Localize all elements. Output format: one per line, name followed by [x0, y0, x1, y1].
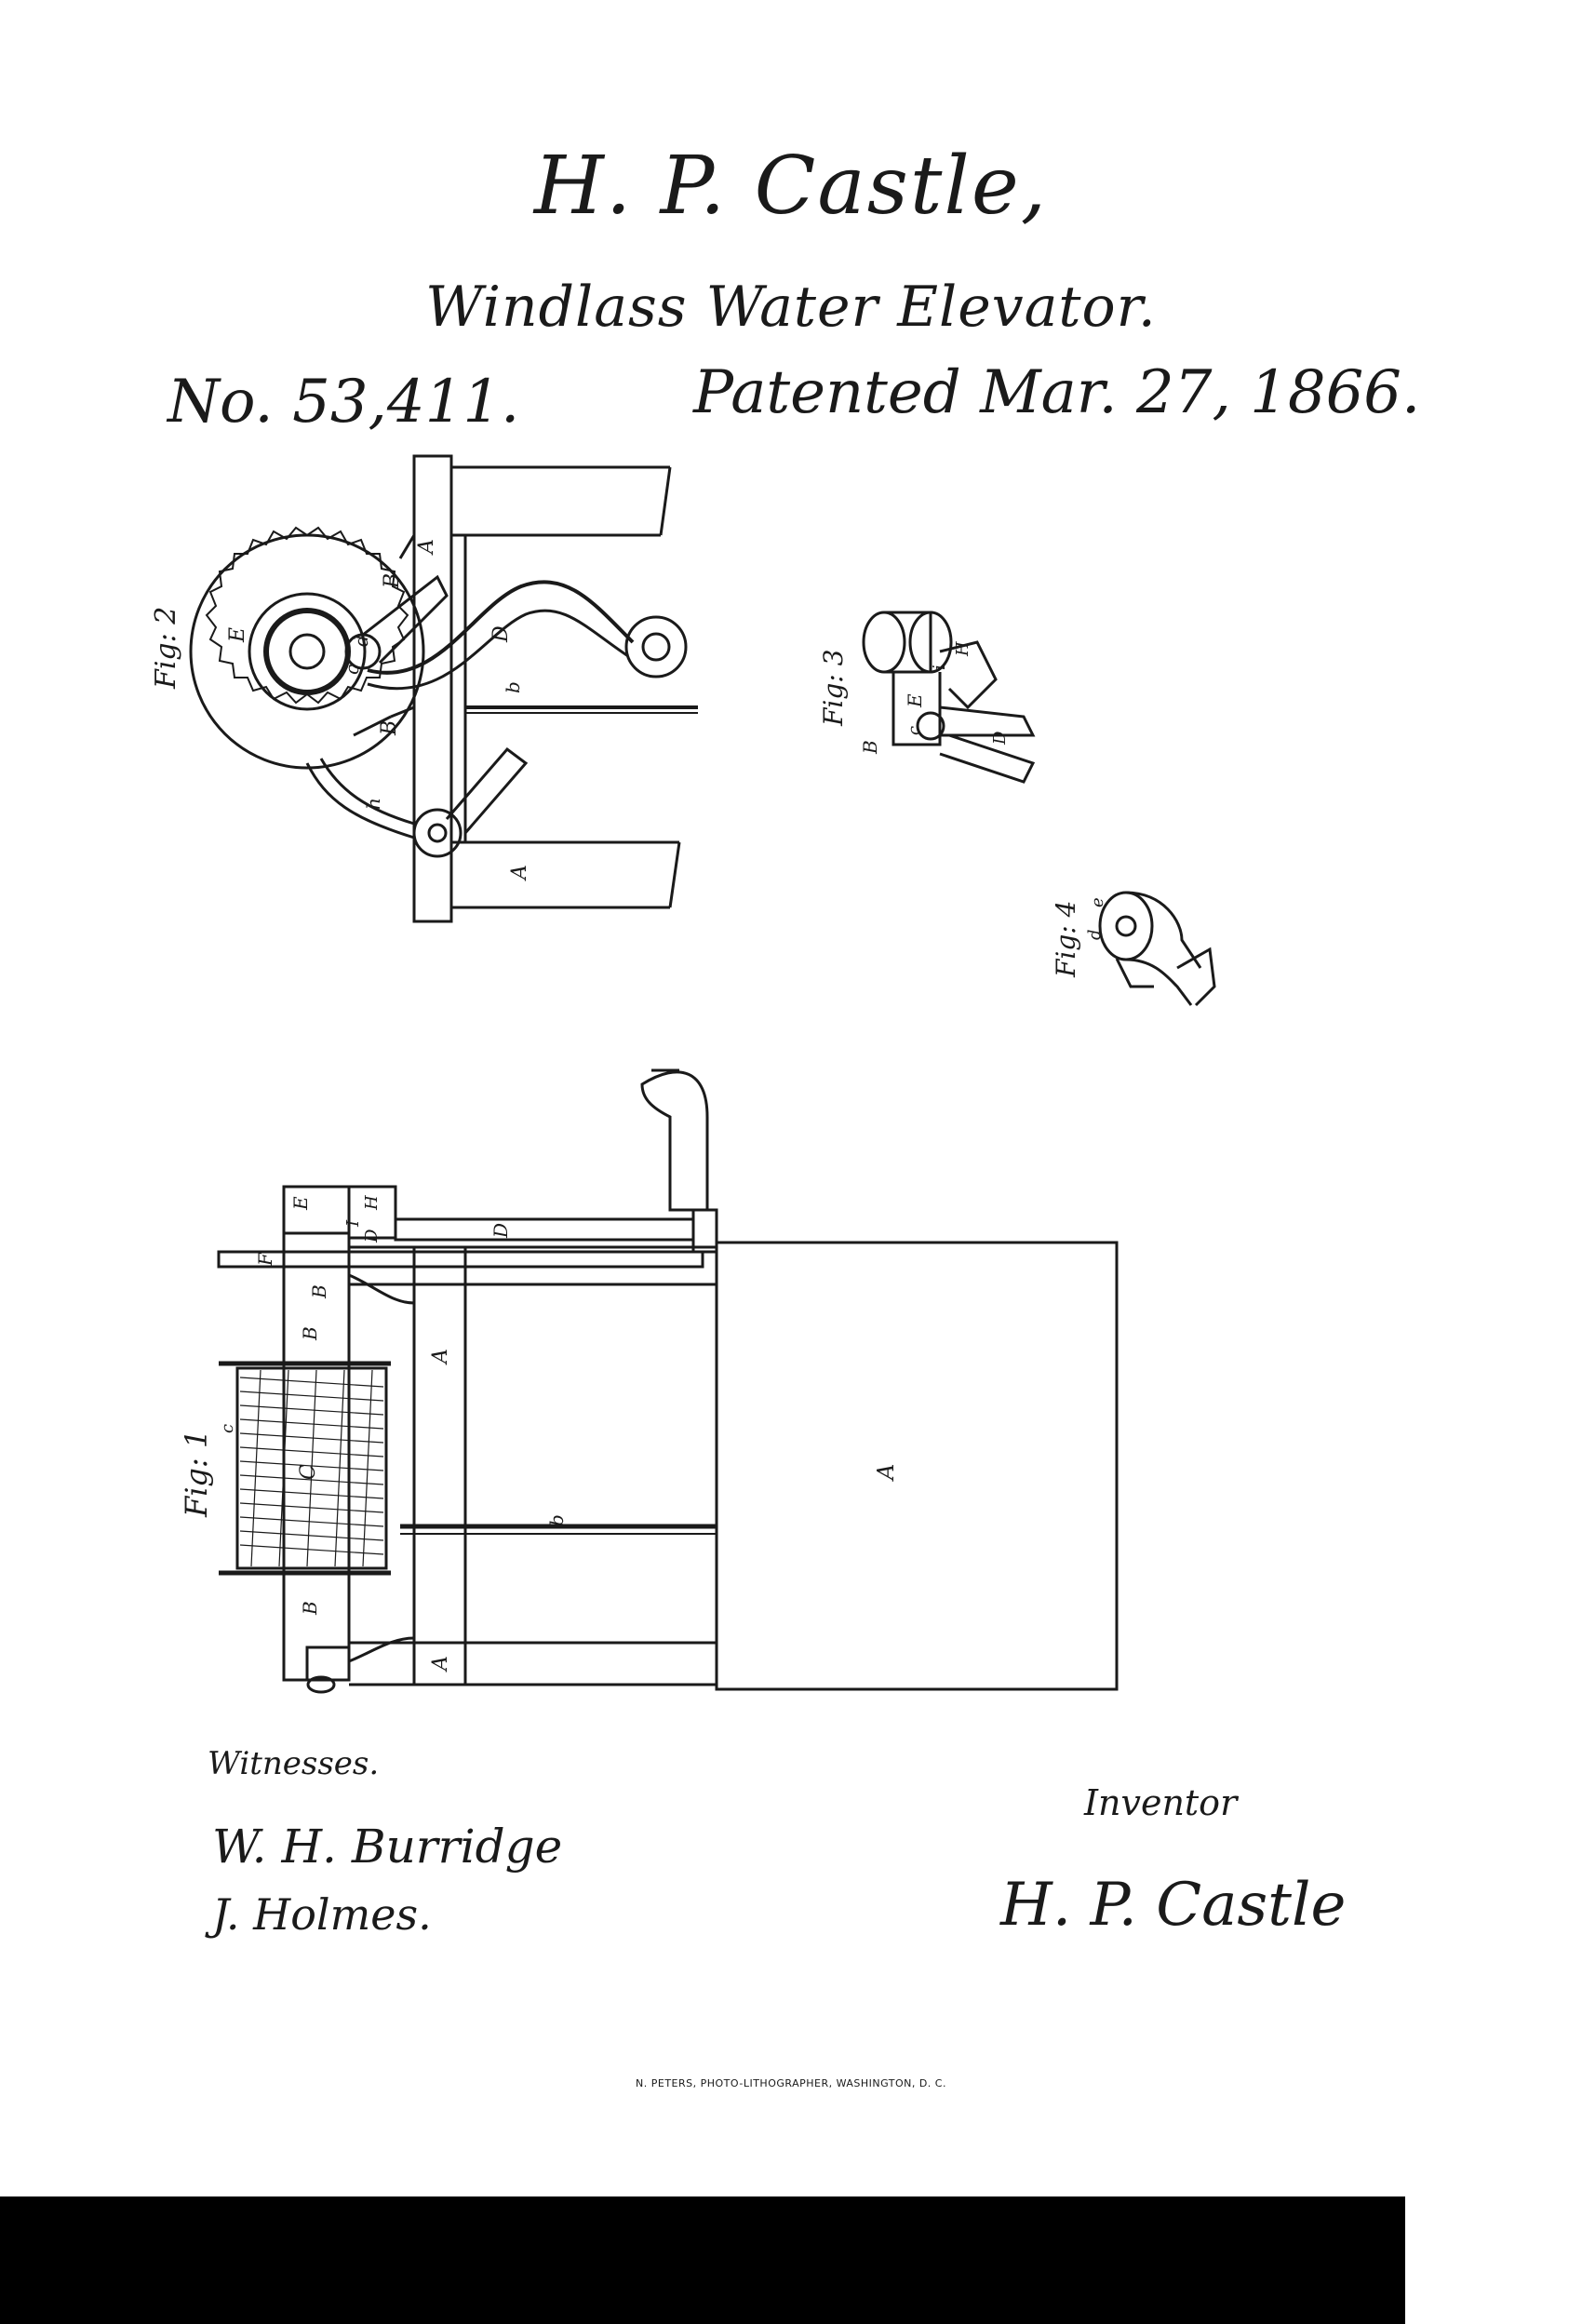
fig3-letter: i [930, 665, 949, 670]
witnesses-label: Witnesses. [208, 1745, 380, 1782]
fig1-letter: C [297, 1464, 320, 1480]
fig2-letter: c [341, 665, 363, 675]
fig3-label: Fig: 3 [818, 650, 849, 727]
fig4-letter: e [1088, 897, 1107, 907]
witness-signature-1: W. H. Burridge [212, 1820, 563, 1874]
fig2-letter: B [378, 720, 401, 736]
witness-signature-2: J. Holmes. [212, 1889, 432, 1940]
fig1-label: Fig: 1 [179, 1430, 214, 1518]
patent-date: Patented Mar. 27, 1866. [693, 358, 1421, 427]
fig1-letter: H [362, 1195, 382, 1211]
figure-2 [189, 454, 698, 923]
fig3-letter: c [905, 726, 924, 735]
rope-coil-hatching [239, 1369, 384, 1567]
fig2-letter: h [362, 798, 384, 810]
scan-edge-bar [0, 2196, 1405, 2324]
fig2-letter: A [508, 865, 531, 881]
fig3-letter: E [904, 693, 926, 708]
invention-title: Windlass Water Elevator. [425, 275, 1157, 340]
fig3-letter: B [859, 740, 881, 755]
fig2-letter: E [226, 627, 249, 643]
fig2-letter: b [502, 681, 524, 693]
fig1-letter: F [254, 1252, 276, 1267]
fig1-letter: b [545, 1514, 568, 1526]
fig2-letter: d [350, 635, 372, 647]
fig1-letter: I [343, 1219, 363, 1228]
fig3-letter: D [990, 731, 1010, 746]
fig1-letter: D [362, 1229, 382, 1243]
patent-number: No. 53,411. [168, 368, 520, 437]
fig2-letter: D [489, 625, 513, 643]
fig1-letter: A [429, 1349, 452, 1365]
fig2-letter: B [381, 573, 404, 589]
fig2-letter: A [415, 539, 438, 556]
fig1-letter: E [289, 1196, 312, 1211]
inventor-signature: H. P. Castle [1000, 1871, 1347, 1940]
fig1-letter: B [299, 1326, 321, 1341]
fig1-letter: B [299, 1601, 321, 1616]
figure-3 [862, 611, 1036, 784]
fig4-label: Fig: 4 [1051, 901, 1081, 978]
inventor-label: Inventor [1084, 1782, 1238, 1823]
figure-1 [217, 1068, 1119, 1694]
printer-credit: N. PETERS, PHOTO-LITHOGRAPHER, WASHINGTO… [636, 2077, 946, 2089]
fig1-letter: B [308, 1284, 330, 1299]
fig1-letter: D [489, 1223, 512, 1239]
fig1-letter: A [873, 1464, 899, 1482]
fig2-label: Fig: 2 [150, 607, 182, 690]
fig3-letter: H [953, 641, 972, 657]
fig1-letter: A [429, 1656, 452, 1672]
fig1-letter: c [218, 1424, 237, 1433]
inventor-name: H. P. Castle, [533, 140, 1049, 233]
fig4-letter: d [1085, 929, 1105, 940]
figure-4 [1098, 891, 1216, 1007]
